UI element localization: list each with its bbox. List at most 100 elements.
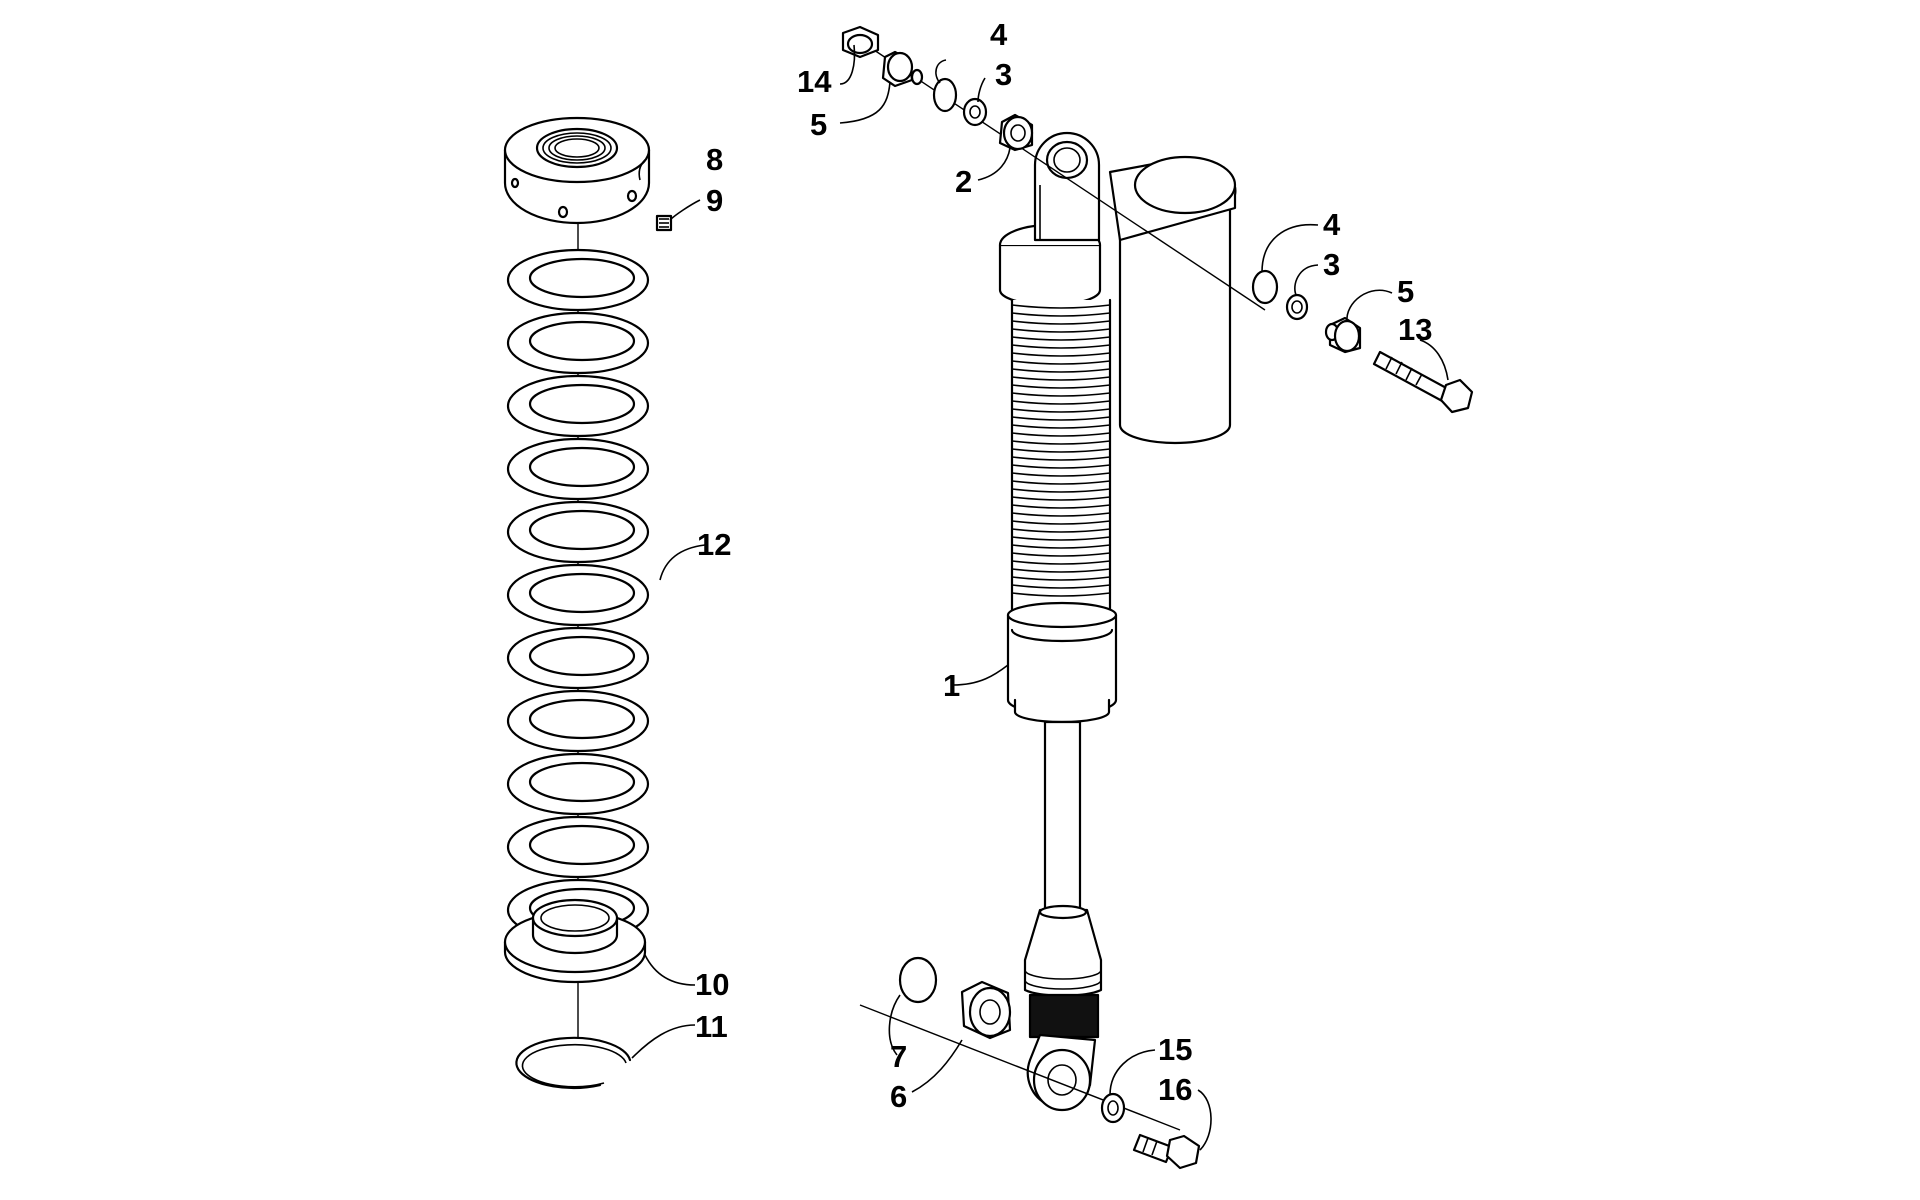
callout-4-top-right: 4 (1323, 207, 1341, 242)
callout-4-top-left: 4 (990, 17, 1008, 52)
shock-lower-housing (1023, 904, 1103, 1112)
thread-line (1011, 384, 1111, 389)
thread-line (1011, 592, 1111, 597)
callout-16: 16 (1158, 1072, 1192, 1107)
top-hardware (841, 25, 1474, 414)
thread-line (1011, 408, 1111, 413)
spring-coil-inner (528, 698, 636, 740)
callout-1: 1 (943, 668, 960, 703)
spring-coil-inner (528, 509, 636, 551)
callout-5-top-right: 5 (1397, 274, 1414, 309)
thread-line (1011, 440, 1111, 445)
thread-line (1011, 560, 1111, 565)
callout-12: 12 (697, 527, 731, 562)
spring-coil-inner (528, 572, 636, 614)
o-ring-top-right (1251, 269, 1279, 305)
thread-line (1011, 304, 1111, 309)
spring-coil-inner (528, 824, 636, 866)
callout-10: 10 (695, 967, 729, 1002)
flange-nut-top (841, 25, 880, 59)
thread-line (1011, 432, 1111, 437)
bottom-hardware (898, 956, 1201, 1170)
thread-line (1011, 416, 1111, 421)
thread-line (1011, 336, 1111, 341)
thread-line (1011, 320, 1111, 325)
thread-line (1011, 344, 1111, 349)
callout-14: 14 (797, 64, 832, 99)
thread-line (1011, 488, 1111, 493)
washer-top-left (962, 97, 988, 127)
spring-seat (503, 898, 647, 984)
callout-3-top-right: 3 (1323, 247, 1340, 282)
thread-line (1011, 512, 1111, 517)
thread-line (1011, 312, 1111, 317)
thread-line (1011, 376, 1111, 381)
callout-8: 8 (706, 142, 723, 177)
thread-line (1011, 544, 1111, 549)
thread-line (1011, 568, 1111, 573)
retaining-clip (515, 1036, 632, 1089)
spring-coil-inner (528, 383, 636, 425)
shock-absorber (998, 131, 1237, 1112)
callout-13: 13 (1398, 312, 1432, 347)
shock-threaded-body (1010, 298, 1112, 617)
thread-line (1011, 584, 1111, 589)
callout-3-top-left: 3 (995, 57, 1012, 92)
bushing-top-left (881, 50, 924, 88)
callout-6: 6 (890, 1079, 907, 1114)
adjuster-collar (503, 116, 651, 225)
hardware-axes (859, 41, 1266, 1131)
thread-line (1011, 496, 1111, 501)
shock-lower-body (1006, 601, 1118, 724)
thread-line (1011, 480, 1111, 485)
bushing-top-right (1324, 316, 1362, 354)
thread-line (1011, 576, 1111, 581)
thread-line (1011, 424, 1111, 429)
shock-shaft (1043, 720, 1082, 914)
leader-lines (631, 44, 1449, 1151)
thread-line (1011, 368, 1111, 373)
thread-line (1011, 552, 1111, 557)
thread-line (1011, 464, 1111, 469)
washer-bottom (1100, 1092, 1126, 1124)
thread-line (1011, 392, 1111, 397)
thread-line (1011, 472, 1111, 477)
o-ring-bottom (898, 956, 938, 1004)
thread-line (1011, 536, 1111, 541)
reservoir (1108, 155, 1237, 445)
thread-line (1011, 448, 1111, 453)
spring-coil-inner (528, 257, 636, 299)
thread-line (1011, 400, 1111, 405)
thread-line (1011, 528, 1111, 533)
thread-line (1011, 360, 1111, 365)
bolt-bottom (1132, 1133, 1201, 1170)
spring-coil-inner (528, 446, 636, 488)
body-threads (1011, 304, 1111, 597)
callout-9: 9 (706, 183, 723, 218)
thread-line (1011, 520, 1111, 525)
bearing-bottom (960, 980, 1012, 1040)
washer-top-right (1285, 293, 1309, 321)
thread-line (1011, 504, 1111, 509)
thread-line (1011, 328, 1111, 333)
spring-coil-inner (528, 761, 636, 803)
callout-7: 7 (890, 1039, 907, 1074)
callout-labels: 14 5 4 3 2 4 3 5 13 8 9 12 10 11 1 7 6 1… (695, 17, 1432, 1114)
spring-coil-inner (528, 320, 636, 362)
callout-2: 2 (955, 164, 972, 199)
callout-15: 15 (1158, 1032, 1192, 1067)
shock-body-upper (998, 131, 1102, 307)
coil-spring (506, 248, 650, 942)
callout-11: 11 (695, 1009, 728, 1044)
bolt-top (1372, 350, 1474, 414)
spring-assembly (503, 116, 673, 1089)
set-screw (655, 214, 673, 232)
thread-line (1011, 352, 1111, 357)
o-ring-top-left (932, 77, 958, 113)
thread-line (1011, 456, 1111, 461)
spherical-bearing (998, 113, 1034, 152)
spring-coil-inner (528, 635, 636, 677)
callout-5-top-left: 5 (810, 107, 827, 142)
